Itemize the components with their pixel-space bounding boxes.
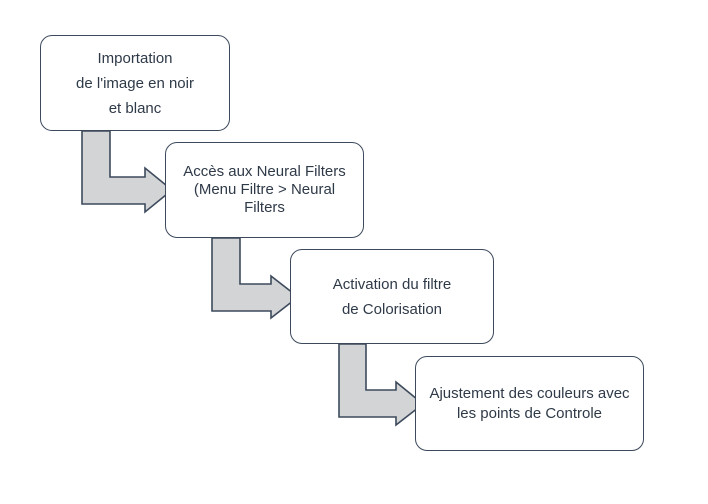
step-label-line: (Menu Filtre > Neural <box>193 181 336 198</box>
step-box-colorization: Activation du filtre de Colorisation <box>290 249 494 344</box>
connector-arrow-3-4 <box>338 343 425 427</box>
step-label-line: Filters <box>244 199 285 216</box>
step-label-line: Importation <box>97 49 173 67</box>
step-label-line: les points de Controle <box>456 404 603 422</box>
step-label-line: de Colorisation <box>341 300 443 318</box>
step-label-import: Importation de l'image en noir et blanc <box>76 46 194 121</box>
step-label-line: Activation du filtre <box>332 275 452 293</box>
connector-arrow-1-2 <box>81 130 174 214</box>
connector-arrow-2-3 <box>211 237 300 320</box>
step-label-neural-filters: Accès aux Neural Filters (Menu Filtre > … <box>183 163 346 217</box>
step-label-line: Ajustement des couleurs avec <box>429 384 630 402</box>
step-box-neural-filters: Accès aux Neural Filters (Menu Filtre > … <box>165 142 364 238</box>
step-label-line: et blanc <box>108 99 162 117</box>
step-label-colorization: Activation du filtre de Colorisation <box>333 272 451 322</box>
step-label-color-adjustment: Ajustement des couleurs avec les points … <box>429 384 629 424</box>
step-box-color-adjustment: Ajustement des couleurs avec les points … <box>415 356 644 451</box>
step-label-line: Accès aux Neural Filters <box>183 163 346 180</box>
step-label-line: de l'image en noir <box>76 74 194 92</box>
step-box-import: Importation de l'image en noir et blanc <box>40 35 230 131</box>
